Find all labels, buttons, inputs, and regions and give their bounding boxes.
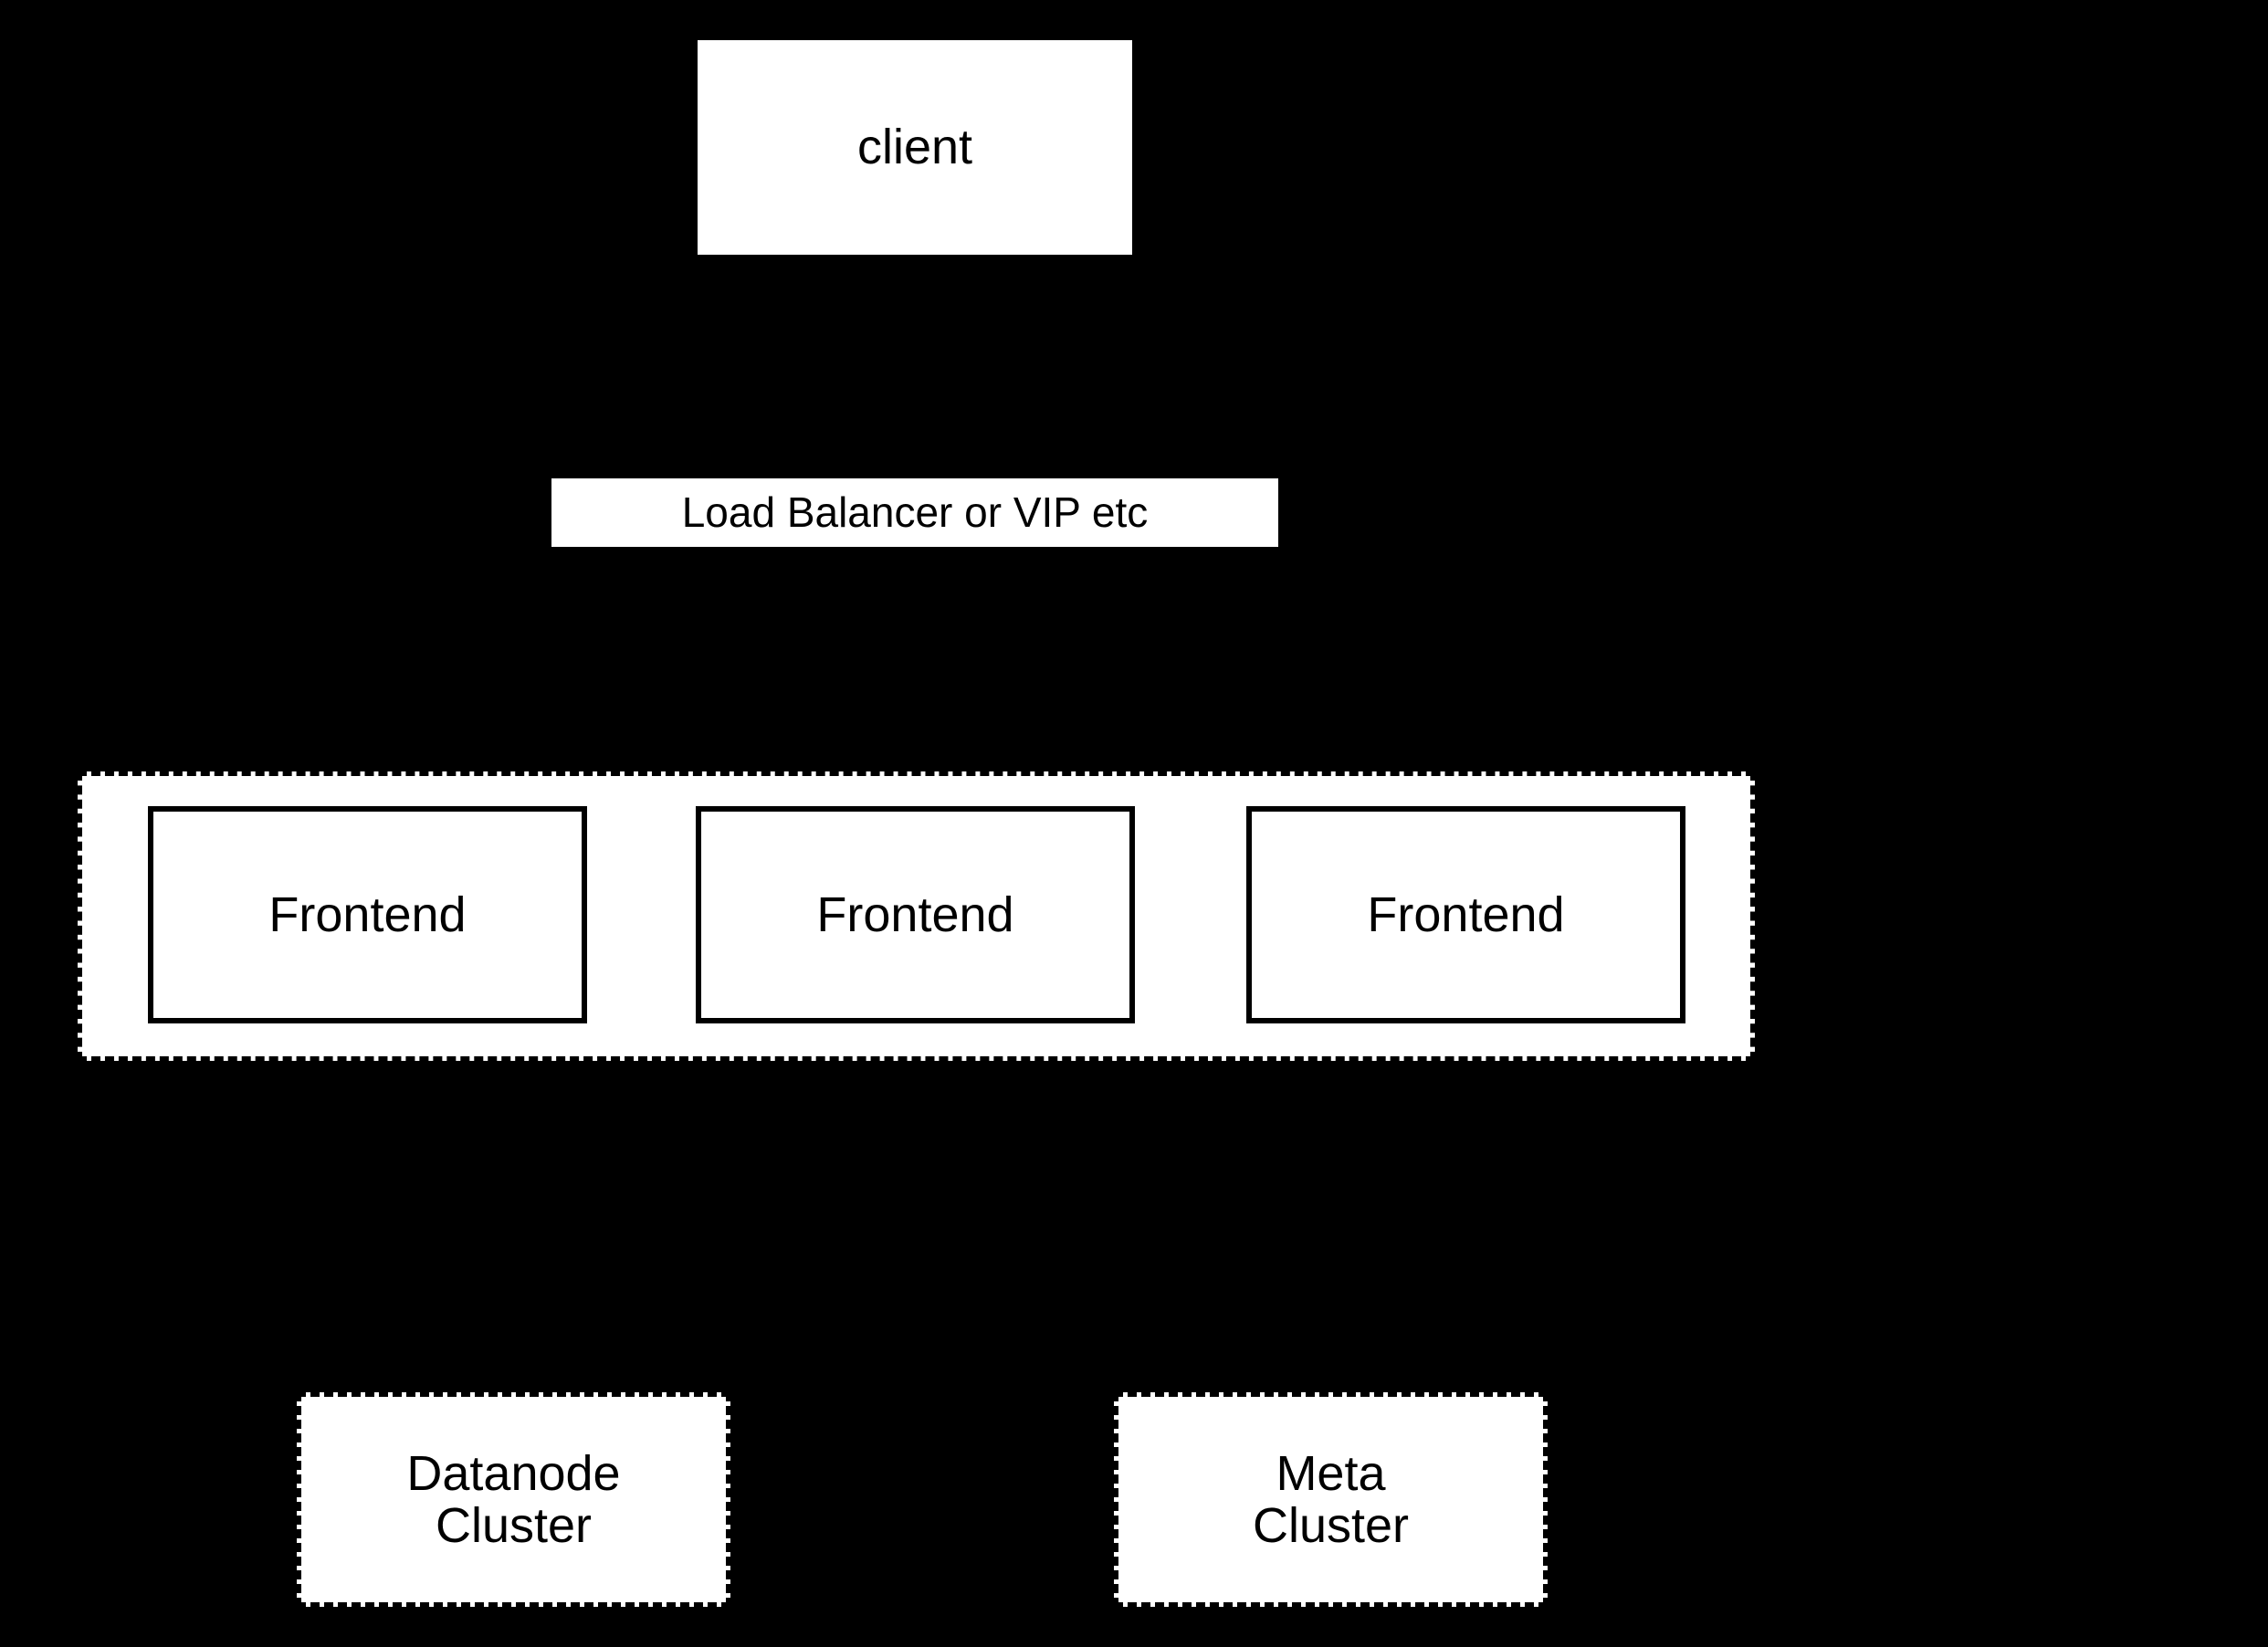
- client-node: client: [698, 40, 1132, 255]
- frontend-label: Frontend: [268, 886, 467, 942]
- client-label: client: [856, 120, 973, 175]
- load-balancer-label: Load Balancer or VIP etc: [681, 488, 1149, 537]
- meta-cluster-node: Meta Cluster: [1114, 1392, 1548, 1607]
- frontend-node: Frontend: [696, 806, 1135, 1023]
- frontend-label: Frontend: [1367, 886, 1565, 942]
- meta-cluster-label: Meta Cluster: [1252, 1445, 1410, 1553]
- frontend-node: Frontend: [148, 806, 587, 1023]
- load-balancer-node: Load Balancer or VIP etc: [551, 478, 1278, 547]
- datanode-cluster-label: Datanode Cluster: [406, 1445, 621, 1553]
- frontend-node: Frontend: [1246, 806, 1685, 1023]
- frontend-label: Frontend: [816, 886, 1014, 942]
- datanode-cluster-node: Datanode Cluster: [297, 1392, 730, 1607]
